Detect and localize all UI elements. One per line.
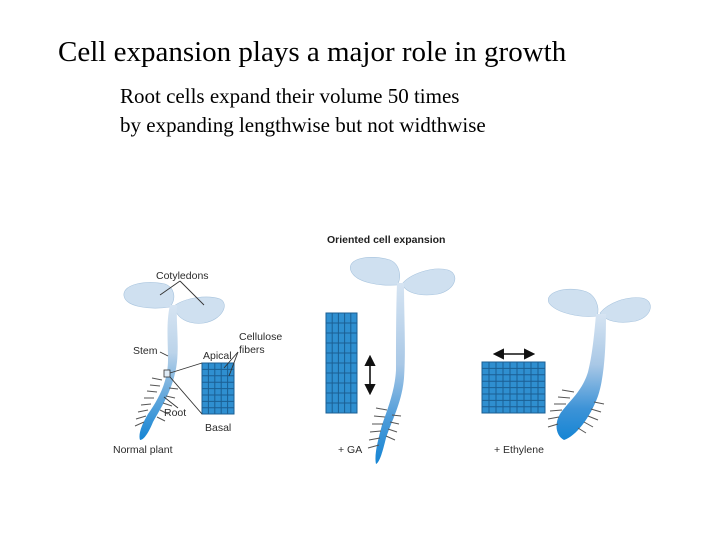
ethylene-plant: [547, 288, 651, 440]
ethylene-root-hairs: [547, 389, 605, 434]
ethylene-cotyledon-left: [548, 288, 599, 317]
normal-label-pointers: [159, 280, 239, 415]
ethylene-cell-grid: [481, 361, 546, 414]
ethylene-stem-root: [556, 314, 606, 440]
caption-ga: + GA: [338, 444, 362, 456]
ga-cotyledon-right: [401, 268, 456, 296]
label-root: Root: [164, 407, 186, 419]
subtitle-line-1: Root cells expand their volume 50 times: [120, 84, 460, 108]
label-stem: Stem: [133, 345, 158, 357]
label-cellulose-line2: fibers: [239, 344, 265, 356]
figure-heading: Oriented cell expansion: [327, 234, 445, 246]
normal-cotyledon-right: [173, 296, 225, 324]
ga-root-hairs: [367, 407, 402, 449]
ga-cell-grid: [325, 312, 358, 414]
label-cotyledons: Cotyledons: [156, 270, 209, 282]
normal-cell-grid: [201, 362, 235, 415]
caption-ethylene: + Ethylene: [494, 444, 544, 456]
normal-cotyledon-left: [123, 282, 175, 309]
label-apical: Apical: [203, 350, 232, 362]
ga-cotyledon-left: [350, 257, 400, 286]
subtitle-line-2: by expanding lengthwise but not widthwis…: [120, 113, 486, 137]
label-cellulose-line1: Cellulose: [239, 331, 282, 343]
label-basal: Basal: [205, 422, 231, 434]
slide-title: Cell expansion plays a major role in gro…: [58, 36, 567, 68]
normal-root-hairs: [134, 377, 179, 427]
ga-stem-root: [375, 283, 405, 464]
normal-stem-root: [139, 305, 178, 440]
ga-plant: [350, 257, 456, 464]
ethylene-cotyledon-right: [599, 297, 651, 323]
caption-normal-plant: Normal plant: [113, 444, 173, 456]
normal-plant: [123, 282, 225, 440]
